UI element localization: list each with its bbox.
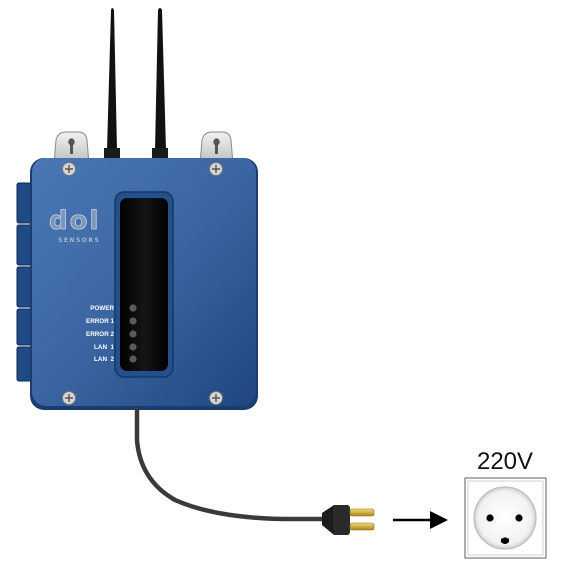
led-label-lan-1: LAN 1 <box>94 344 114 351</box>
arrow-right-icon <box>393 511 448 529</box>
screw-bottom-left <box>62 391 76 405</box>
mounting-tab-top-left <box>53 131 90 165</box>
led-error-1 <box>129 317 137 325</box>
power-cable <box>134 407 328 522</box>
voltage-label: 220V <box>477 448 533 475</box>
led-labels: POWER ERROR 1 ERROR 2 LAN 1 LAN 2 <box>86 305 114 363</box>
logo-text: dol <box>49 206 100 236</box>
mounting-tab-top-right <box>199 131 234 165</box>
led-label-error-1: ERROR 1 <box>86 318 114 325</box>
led-label-error-2: ERROR 2 <box>86 331 114 338</box>
antenna-left <box>104 8 120 160</box>
led-lan-1 <box>129 343 137 351</box>
logo-subtext: SENSORS <box>58 237 100 244</box>
led-label-lan-2: LAN 2 <box>94 356 114 363</box>
led-power <box>129 304 137 312</box>
led-label-power: POWER <box>90 305 114 312</box>
led-error-2 <box>129 330 137 338</box>
dol-logo: dol SENSORS <box>49 206 100 244</box>
screw-top-left <box>62 162 76 176</box>
power-plug <box>322 505 375 535</box>
status-window <box>114 191 174 378</box>
screw-bottom-right <box>209 391 223 405</box>
screw-top-right <box>209 162 223 176</box>
wall-socket <box>464 477 547 559</box>
led-lan-2 <box>129 355 137 363</box>
side-connectors <box>16 182 34 382</box>
antenna-right <box>152 8 168 160</box>
status-leds <box>129 304 137 363</box>
